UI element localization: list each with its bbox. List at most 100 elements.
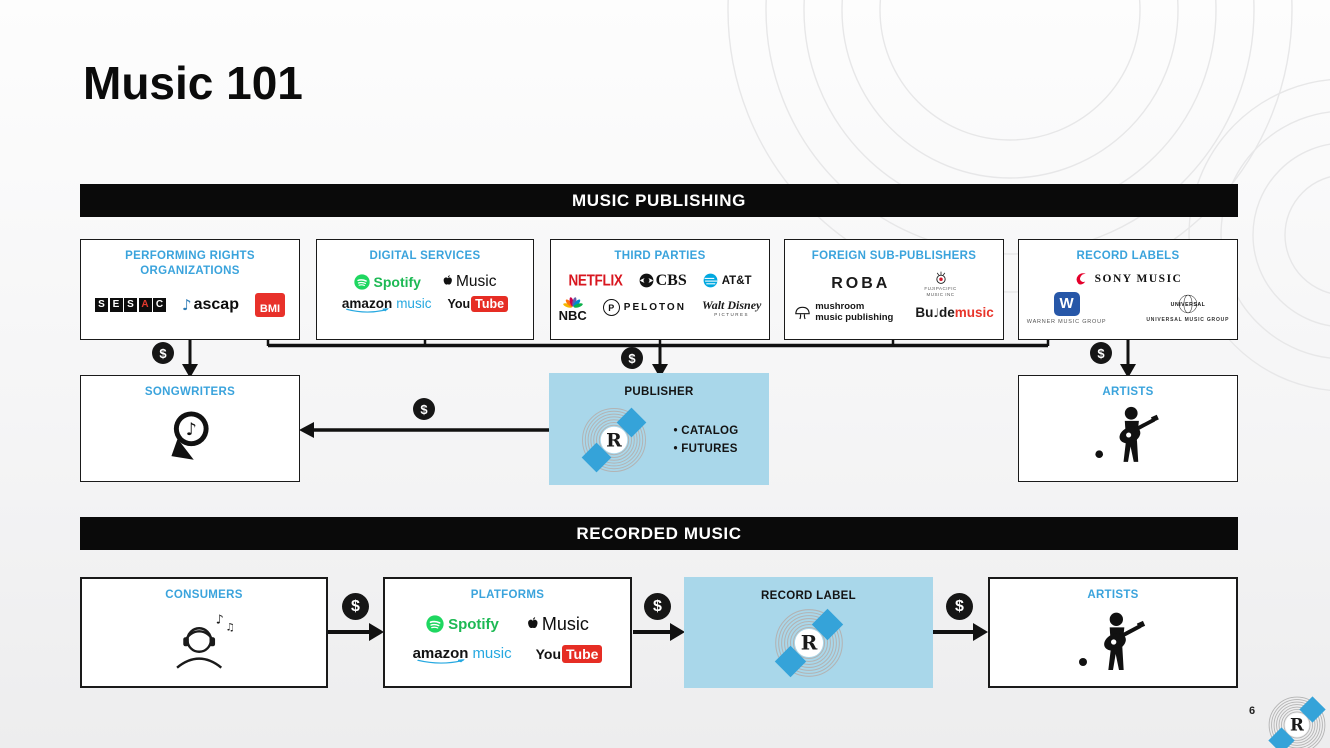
sesac-logo: S E S A C	[95, 297, 167, 312]
slide-title: Music 101	[83, 57, 303, 109]
cbs-eye-icon	[639, 274, 654, 288]
budde-bu: Bu	[915, 305, 934, 321]
amazon-music-logo: amazon music	[413, 645, 512, 665]
box-title: ARTISTS	[1102, 386, 1154, 398]
disney-pictures-label: PICTURES	[714, 311, 750, 317]
cbs-wordmark: CBS	[655, 271, 687, 289]
spotify-icon	[353, 274, 370, 290]
artists-publishing-box: ARTISTS	[1018, 375, 1238, 482]
record-label-box: RECORD LABEL R	[684, 577, 933, 688]
music-note-icon: ♪	[182, 295, 192, 314]
apple-icon	[443, 275, 452, 286]
spotify-wordmark: Spotify	[373, 273, 421, 290]
cbs-logo: CBS	[639, 272, 687, 290]
music-note-icon: ♪	[216, 611, 224, 626]
sesac-letter: A	[138, 297, 152, 312]
money-icon: $	[1090, 342, 1112, 364]
budde-de: de	[939, 305, 955, 321]
reservoir-logo: R	[772, 606, 846, 680]
warner-w-icon: W	[1053, 291, 1080, 316]
box-title: FOREIGN SUB-PUBLISHERS	[811, 250, 977, 262]
box-title: SONGWRITERS	[144, 386, 236, 398]
svg-text:R: R	[607, 429, 623, 451]
apple-music-wordmark: Music	[541, 613, 589, 634]
money-icon: $	[946, 593, 973, 620]
box-title: RECORD LABEL	[761, 590, 856, 602]
apple-icon	[527, 617, 538, 628]
amazon-music-wordmark: music	[472, 645, 512, 663]
fujipacific-icon	[935, 271, 946, 284]
sesac-letter: C	[153, 297, 167, 312]
att-logo: AT&T	[703, 273, 752, 288]
publisher-box: PUBLISHER R CATALOG FUTURES	[549, 373, 769, 485]
digital-services-box: DIGITAL SERVICES Spotify Mus	[316, 239, 534, 340]
publisher-bullets: CATALOG FUTURES	[673, 422, 738, 459]
apple-music-logo: Music	[525, 614, 589, 635]
spotify-icon	[426, 615, 444, 634]
peloton-logo: P PELOTON	[602, 299, 686, 317]
youtube-you: You	[535, 645, 562, 662]
money-icon: $	[413, 398, 435, 420]
youtube-tube: Tube	[562, 644, 603, 663]
universal-wordmark: UNIVERSAL MUSIC GROUP	[1146, 317, 1230, 324]
reservoir-logo: R	[579, 405, 649, 475]
recorded-music-banner: RECORDED MUSIC	[80, 517, 1238, 550]
svg-text:R: R	[800, 631, 817, 655]
money-icon: $	[644, 593, 671, 620]
sony-music-wordmark: SONY MUSIC	[1094, 272, 1183, 285]
money-icon: $	[621, 347, 643, 369]
amazon-wordmark: amazon	[342, 296, 392, 314]
sesac-letter: S	[124, 297, 138, 312]
nbc-logo: NBC	[559, 294, 587, 322]
svg-text:UNIVERSAL: UNIVERSAL	[1170, 302, 1205, 308]
att-wordmark: AT&T	[721, 274, 752, 287]
reservoir-corner-logo: R	[1266, 694, 1328, 748]
money-icon: $	[152, 342, 174, 364]
amazon-music-logo: amazon music	[342, 296, 432, 314]
spotify-logo: Spotify	[426, 615, 499, 634]
warner-wordmark: WARNER MUSIC GROUP	[1026, 318, 1107, 325]
foreign-sub-publishers-box: FOREIGN SUB-PUBLISHERS ROBA FUJIPACIFIC …	[784, 239, 1004, 340]
amazon-smile-icon	[345, 308, 389, 314]
box-title: ARTISTS	[1087, 589, 1139, 601]
box-title: PLATFORMS	[470, 589, 545, 601]
music-note-icon: ♫	[225, 621, 234, 633]
universal-globe-icon: UNIVERSAL	[1170, 295, 1205, 314]
amazon-smile-icon	[416, 659, 465, 665]
budde-music-word: music	[954, 305, 994, 321]
amazon-music-wordmark: music	[396, 296, 432, 312]
third-parties-box: THIRD PARTIES NETFLIX CBS	[550, 239, 770, 340]
sony-swoosh-icon	[1076, 273, 1086, 285]
box-title: THIRD PARTIES	[614, 250, 706, 262]
artists-recorded-box: ARTISTS	[988, 577, 1238, 688]
peloton-wordmark: PELOTON	[623, 302, 686, 314]
bullet-futures: FUTURES	[673, 440, 738, 458]
walt-disney-pictures-logo: Walt Disney PICTURES	[702, 299, 761, 318]
fujipacific-line2: MUSIC INC	[926, 291, 955, 297]
songwriters-box: SONGWRITERS ♪	[80, 375, 300, 482]
money-icon: $	[342, 593, 369, 620]
ascap-logo: ♪ ascap	[182, 296, 239, 314]
youtube-logo: You Tube	[535, 644, 603, 663]
netflix-logo: NETFLIX	[568, 272, 623, 290]
bmi-logo: BMI	[254, 292, 285, 317]
disney-wordmark: Walt Disney	[701, 297, 762, 312]
svg-text:♪: ♪	[186, 420, 197, 440]
amazon-wordmark: amazon	[413, 645, 468, 665]
nbc-peacock-icon	[562, 297, 583, 308]
budde-note-icon: ♩	[933, 306, 939, 321]
spotify-logo: Spotify	[353, 273, 421, 290]
spotify-wordmark: Spotify	[448, 615, 499, 633]
consumers-box: CONSUMERS ♪ ♫	[80, 577, 328, 688]
listener-headphones-icon: ♪ ♫	[176, 611, 235, 669]
universal-music-group-logo: UNIVERSAL UNIVERSAL MUSIC GROUP	[1146, 293, 1229, 323]
box-title: RECORD LABELS	[1076, 250, 1180, 262]
budde-music-logo: Bu ♩ de music	[915, 305, 993, 320]
box-title: DIGITAL SERVICES	[369, 250, 481, 262]
youtube-tube: Tube	[471, 295, 509, 312]
mushroom-icon	[795, 306, 810, 320]
apple-music-wordmark: Music	[455, 272, 497, 290]
youtube-logo: You Tube	[447, 295, 509, 312]
